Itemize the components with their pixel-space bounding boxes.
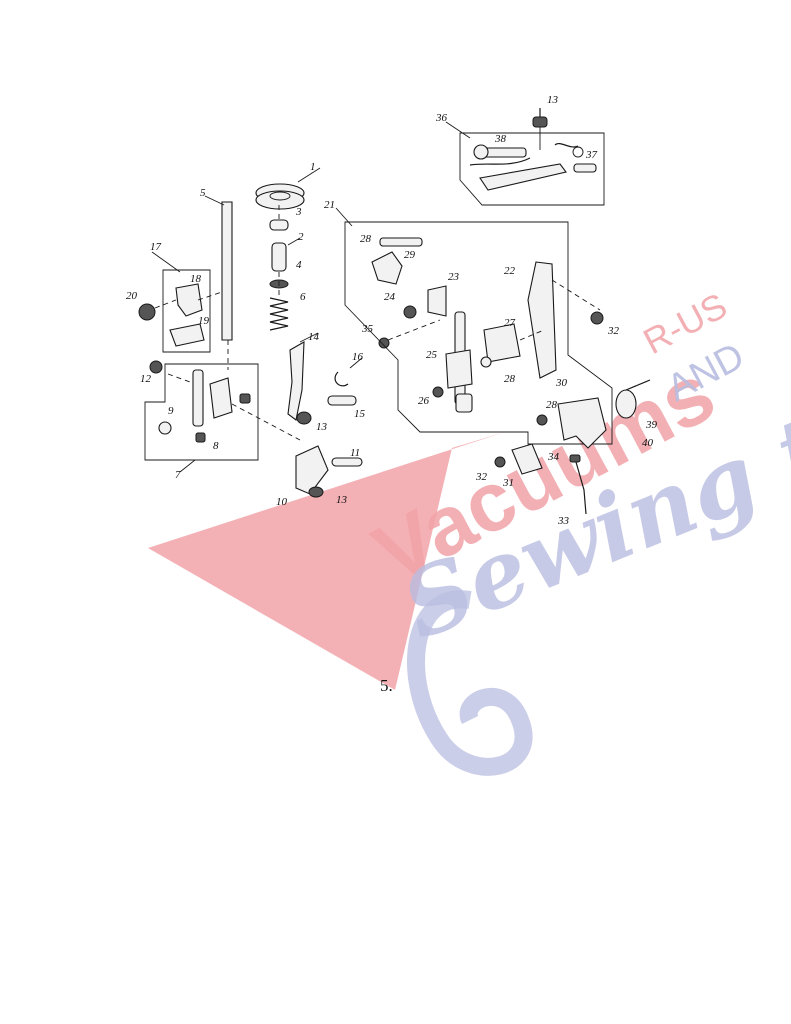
part-label-33: 33	[557, 515, 570, 527]
part-label-32b: 32	[475, 471, 488, 483]
part-label-13c: 13	[547, 94, 559, 106]
part-label-32a: 32	[607, 325, 620, 337]
assembly-36	[445, 108, 605, 206]
part-label-36: 36	[435, 112, 448, 124]
part-label-28c: 28	[546, 399, 558, 411]
part-label-8: 8	[213, 440, 219, 452]
part-label-29: 29	[404, 249, 416, 261]
part-labels: 1 2 3 4 5 6 7 8 9 10 11 12 13 13 13 14 1…	[126, 94, 658, 527]
part-label-35: 35	[361, 323, 374, 335]
part-label-4: 4	[296, 259, 302, 271]
part-label-11: 11	[350, 447, 360, 459]
part-label-19: 19	[198, 315, 210, 327]
center-parts	[287, 319, 441, 498]
part-label-22: 22	[504, 265, 516, 277]
part-label-27: 27	[504, 317, 516, 329]
page-number: 5.	[380, 676, 393, 695]
part-label-16: 16	[352, 351, 364, 363]
part-label-15: 15	[354, 408, 366, 420]
assembly-21	[335, 207, 613, 445]
part-label-21: 21	[324, 199, 335, 211]
watermark-swirl	[407, 590, 533, 776]
part-label-31: 31	[502, 477, 514, 489]
part-label-38: 38	[494, 133, 507, 145]
part-label-3: 3	[295, 206, 302, 218]
part-label-9: 9	[168, 405, 174, 417]
watermark-v-shape	[148, 432, 505, 690]
part-label-28a: 28	[360, 233, 372, 245]
part-label-13b: 13	[336, 494, 348, 506]
part-label-34: 34	[547, 451, 560, 463]
part-label-18: 18	[190, 273, 202, 285]
part-label-10: 10	[276, 496, 288, 508]
part-label-2: 2	[298, 231, 304, 243]
part-label-26: 26	[418, 395, 430, 407]
part-label-20: 20	[126, 290, 138, 302]
part-label-12: 12	[140, 373, 152, 385]
part-label-17: 17	[150, 241, 162, 253]
column-parts	[204, 167, 321, 370]
part-label-28b: 28	[504, 373, 516, 385]
part-label-25: 25	[426, 349, 438, 361]
part-label-14: 14	[308, 331, 320, 343]
part-label-24: 24	[384, 291, 396, 303]
part-label-23: 23	[448, 271, 460, 283]
part-label-7: 7	[175, 469, 181, 481]
part-label-39: 39	[645, 419, 658, 431]
part-label-1: 1	[310, 161, 316, 173]
part-label-5: 5	[200, 187, 206, 199]
part-label-40: 40	[642, 437, 654, 449]
part-label-13a: 13	[316, 421, 328, 433]
lower-right-parts	[494, 379, 651, 515]
part-label-6: 6	[300, 291, 306, 303]
part-label-30: 30	[555, 377, 568, 389]
assembly-7	[144, 360, 301, 473]
assembly-17	[138, 251, 223, 353]
part-label-37: 37	[585, 149, 598, 161]
